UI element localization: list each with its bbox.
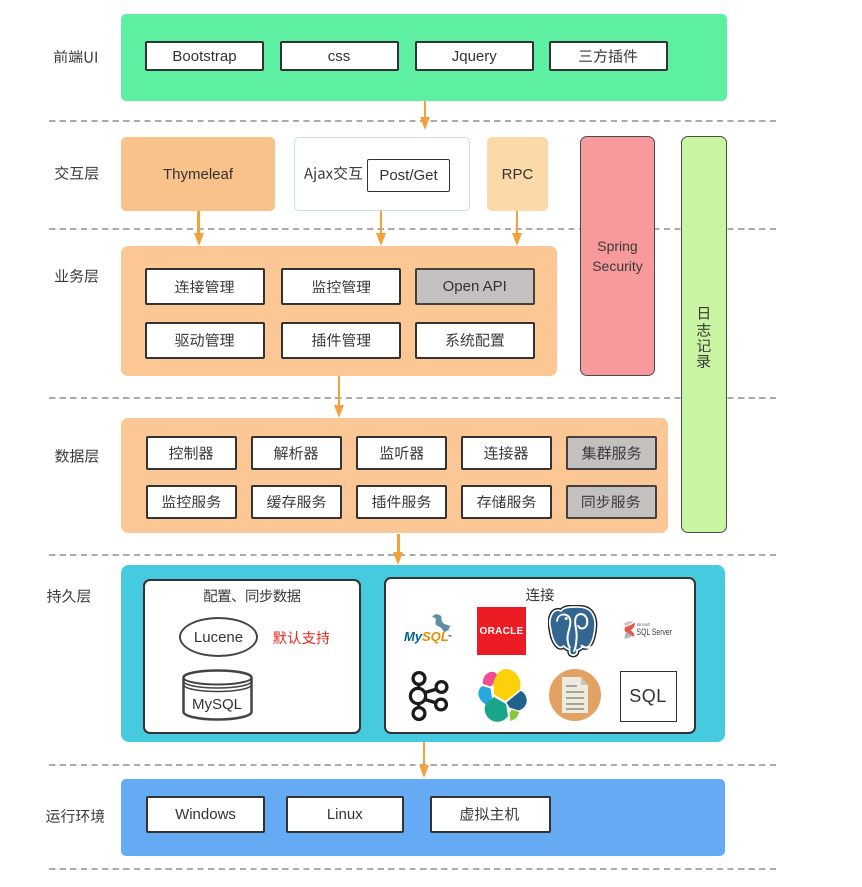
svg-text:SQL Server: SQL Server: [637, 627, 673, 638]
svg-text:Microsoft: Microsoft: [637, 622, 651, 627]
svg-text:SQL: SQL: [422, 629, 449, 644]
svg-text:My: My: [404, 629, 423, 644]
svg-text:MySQL: MySQL: [192, 696, 242, 713]
